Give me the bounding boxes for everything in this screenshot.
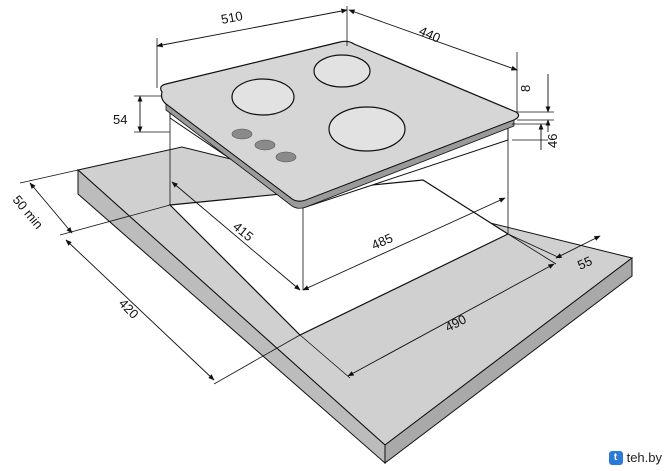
control-knob-3 [275, 151, 297, 163]
burner-rear-right [313, 54, 371, 88]
dim-label-420: 420 [116, 296, 142, 322]
dim-label-54: 54 [113, 112, 127, 127]
dim-label-8: 8 [518, 85, 533, 92]
dim-glass-thickness: 8 [517, 74, 554, 132]
burner-front-right [328, 106, 406, 152]
dim-top-width: 510 [156, 6, 348, 88]
burner-rear-left [231, 78, 295, 116]
dim-body-height: 46 [512, 123, 560, 150]
control-knob-1 [231, 128, 253, 140]
control-knob-2 [254, 139, 276, 151]
dim-label-46: 46 [545, 134, 560, 148]
dim-label-510: 510 [220, 8, 244, 27]
dim-label-55: 55 [575, 253, 594, 273]
watermark-text: teh.by [626, 450, 662, 465]
dim-front-clearance: 55 [507, 233, 601, 273]
watermark: t teh.by [608, 450, 662, 465]
teh-logo-icon: t [608, 450, 623, 465]
dim-label-50min: 50 min [10, 192, 47, 232]
dim-total-height: 54 [113, 95, 170, 133]
